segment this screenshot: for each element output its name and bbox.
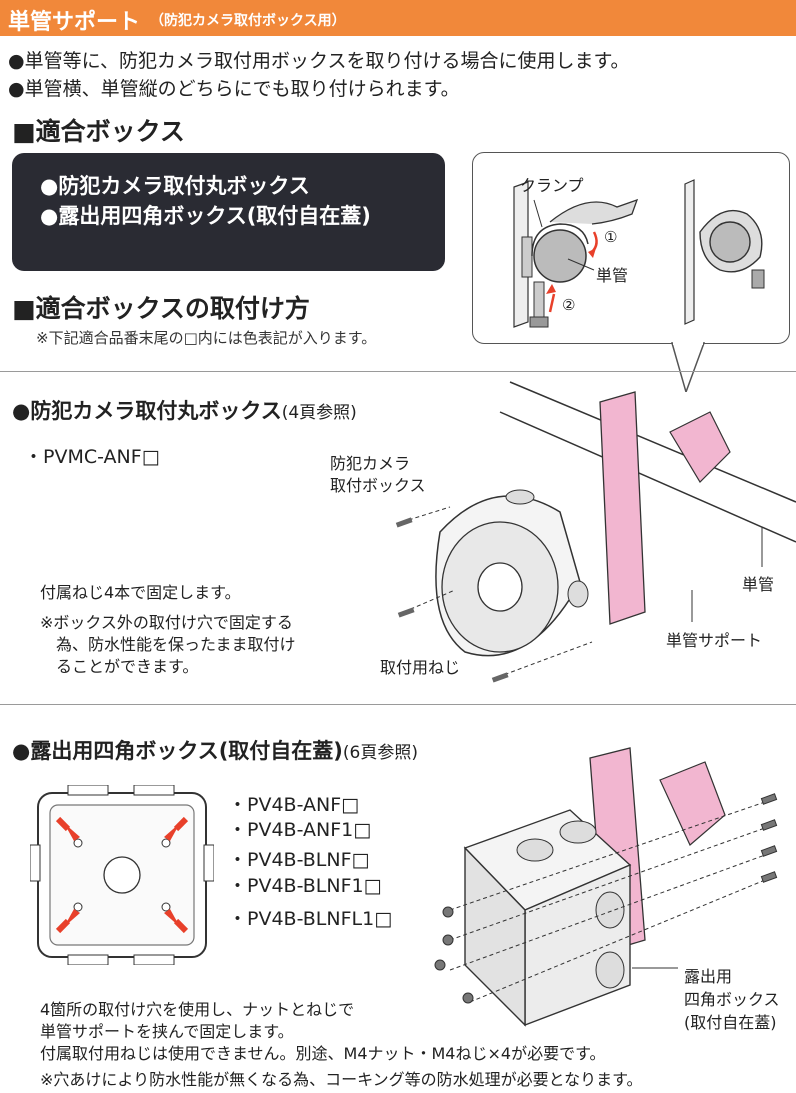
square-label-line1: 露出用: [684, 967, 733, 986]
square-box-top-view: [30, 785, 214, 965]
square-desc-line3: 付属取付用ねじは使用できません。別途、M4ナット・M4ねじ×4が必要です。: [40, 1044, 606, 1063]
square-model-5: ・PV4B-BLNFL1□: [228, 908, 393, 930]
divider-2: [0, 704, 796, 705]
compat-item-1: ●防犯カメラ取付丸ボックス: [40, 174, 310, 198]
square-desc-line1: 4箇所の取付け穴を使用し、ナットとねじで: [40, 1000, 355, 1019]
square-model-4: ・PV4B-BLNF1□: [228, 875, 382, 897]
page-subtitle: （防犯カメラ取付ボックス用）: [150, 13, 346, 29]
howto-note: ※下記適合品番末尾の□内には色表記が入ります。: [36, 329, 377, 347]
square-label-line2: 四角ボックス: [684, 990, 780, 1009]
compat-heading: ■適合ボックス: [12, 117, 185, 146]
square-box-title: ●露出用四角ボックス(取付自在蓋)(6頁参照): [12, 739, 418, 763]
divider-1: [0, 371, 796, 372]
step-2-marker: ②: [562, 296, 576, 314]
step-1-marker: ①: [604, 228, 618, 246]
round-box-label-line1: 防犯カメラ: [330, 454, 411, 473]
round-note-line2: 為、防水性能を保ったまま取付け: [56, 635, 296, 654]
round-box-label-line2: 取付ボックス: [330, 476, 426, 495]
clamp-label: クランプ: [520, 176, 584, 195]
round-box-title: ●防犯カメラ取付丸ボックス(4頁参照): [12, 399, 357, 423]
round-box-diagram: [395, 381, 796, 683]
round-screw-label: 取付用ねじ: [380, 658, 461, 677]
square-box-ref: (6頁参照): [342, 743, 418, 763]
intro-bullet-1: ●単管等に、防犯カメラ取付用ボックスを取り付ける場合に使用します。: [8, 50, 630, 72]
intro-bullet-2: ●単管横、単管縦のどちらにでも取り付けられます。: [8, 78, 460, 100]
compat-box-panel: [12, 153, 445, 271]
round-desc: 付属ねじ4本で固定します。: [40, 583, 241, 602]
section-header-bar: [0, 0, 796, 36]
round-support-label: 単管サポート: [666, 631, 763, 650]
square-box-diagram: [434, 747, 778, 1027]
square-desc-line4: ※穴あけにより防水性能が無くなる為、コーキング等の防水処理が必要となります。: [40, 1070, 643, 1089]
round-note-line1: ※ボックス外の取付け穴で固定する: [40, 613, 293, 632]
square-model-1: ・PV4B-ANF□: [228, 794, 360, 816]
round-pipe-label: 単管: [742, 575, 775, 594]
round-box-ref: (4頁参照): [281, 403, 357, 423]
howto-heading: ■適合ボックスの取付け方: [12, 294, 310, 323]
square-desc-line2: 単管サポートを挟んで固定します。: [40, 1022, 294, 1041]
compat-item-2: ●露出用四角ボックス(取付自在蓋): [40, 204, 371, 228]
square-model-2: ・PV4B-ANF1□: [228, 819, 372, 841]
callout-pipe-label: 単管: [596, 266, 629, 285]
round-box-model: ・PVMC-ANF□: [24, 446, 160, 468]
round-note-line3: ることができます。: [56, 657, 199, 676]
clamp-callout-diagram: [513, 179, 765, 392]
page-title: 単管サポート: [8, 10, 141, 35]
square-model-3: ・PV4B-BLNF□: [228, 849, 370, 871]
square-label-line3: (取付自在蓋): [684, 1013, 777, 1032]
